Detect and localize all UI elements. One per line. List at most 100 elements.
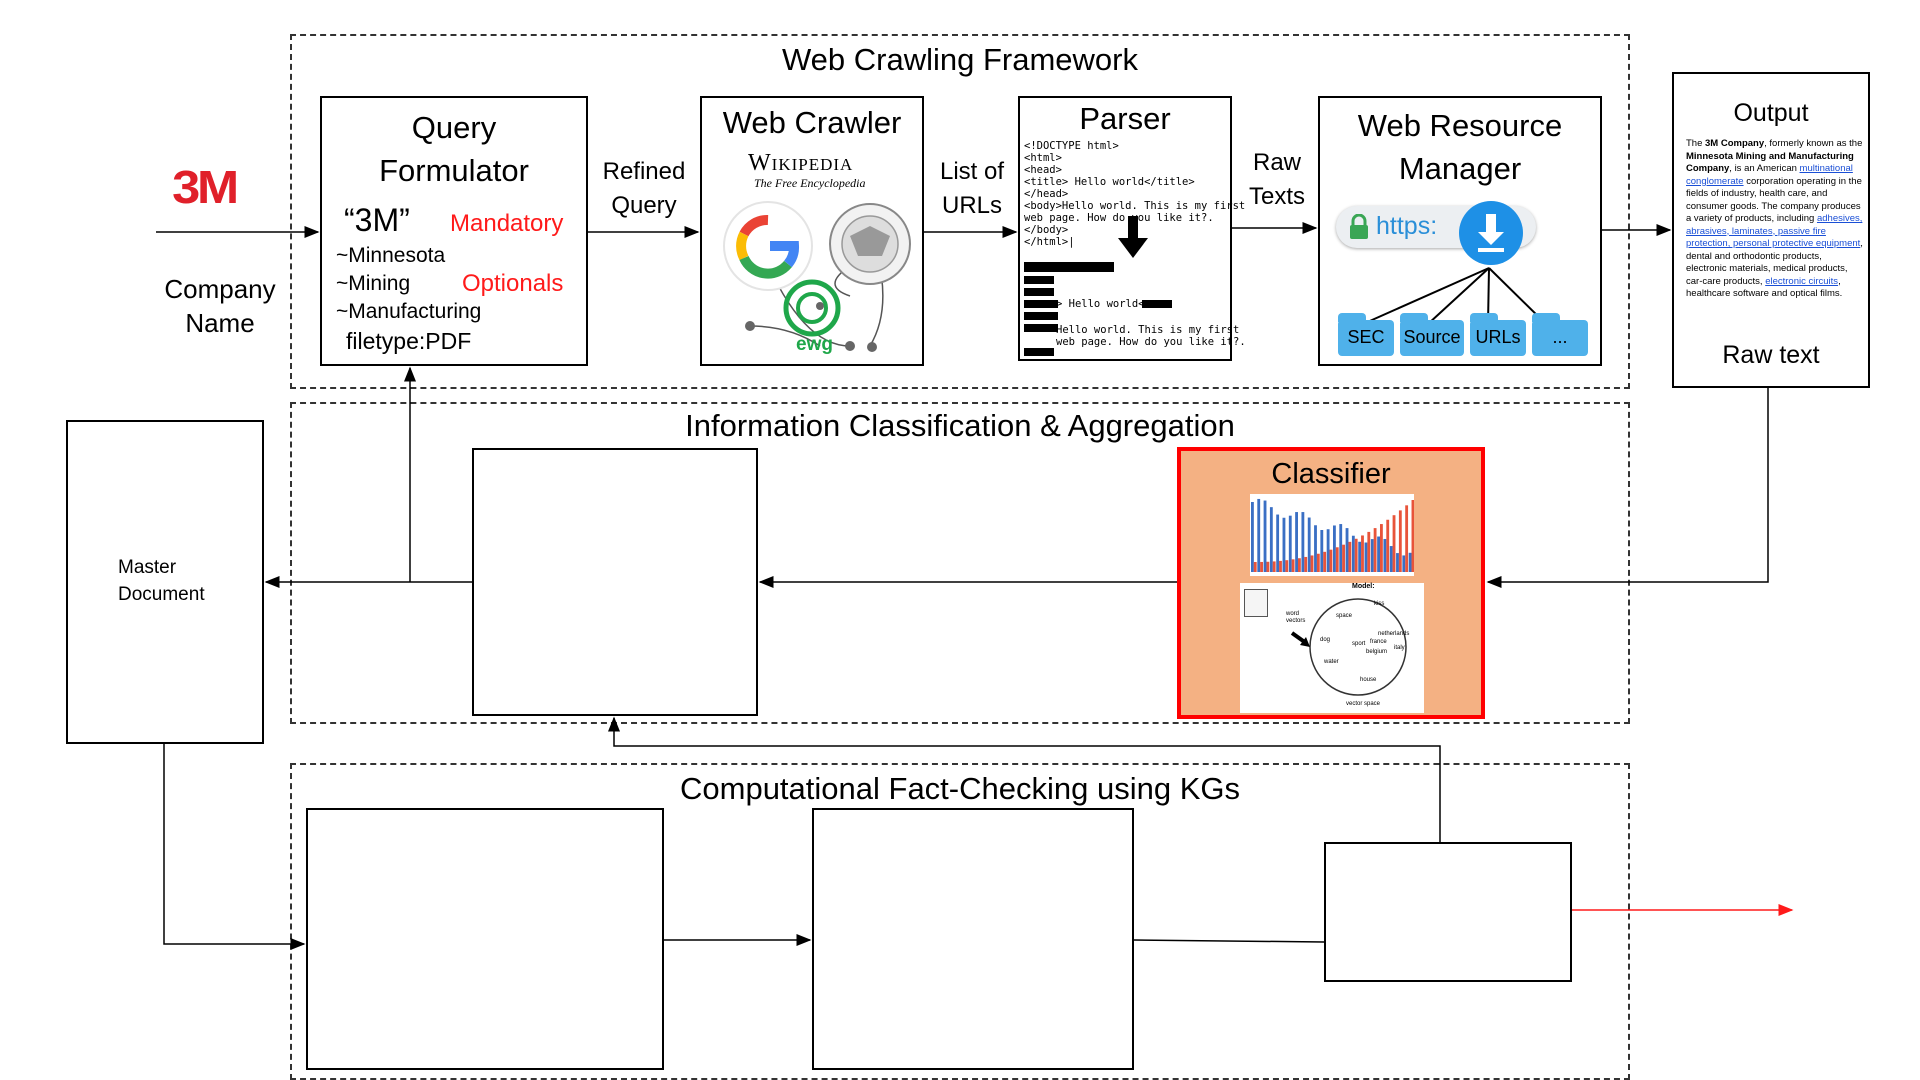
word-kiss: kiss [1374,601,1385,607]
master-document-label: Master Document [118,557,205,605]
thumb-bar-blue [1276,514,1280,572]
thumb-bar-blue [1251,502,1254,572]
folder-urls[interactable]: URLs [1470,313,1526,356]
thumb-bar-red [1329,549,1333,572]
thumb-bar-red [1279,560,1282,572]
folder-sec[interactable]: SEC [1338,313,1394,356]
thumb-bar-red [1253,562,1257,572]
thumb-bar-red [1291,559,1295,572]
thumb-bar-blue [1314,525,1317,572]
output-raw-text: The 3M Company, formerly known as the Mi… [1686,138,1863,299]
thumb-bar-red [1411,500,1414,572]
parser-title: Parser [1079,101,1171,136]
thumb-bar-blue [1307,517,1311,572]
word-space: space [1336,613,1353,619]
thumb-bar-blue [1389,546,1393,572]
thumb-bar-red [1386,519,1390,572]
thumb-bar-blue [1345,528,1349,572]
classification-title: Information Classification & Aggregation [685,408,1235,443]
word-dog: dog [1320,637,1331,643]
3m-logo: 3M [172,161,239,213]
parser-down-arrow-icon [1118,216,1148,258]
output-box: Output The 3M Company, formerly known as… [1672,72,1870,388]
thumb-bar-red [1304,556,1308,572]
url-text: https: [1376,212,1438,240]
word-house: house [1360,677,1377,683]
thumb-bar-red [1405,505,1409,572]
output-footer: Raw text [1722,341,1820,369]
thumb-bar-red [1297,558,1301,572]
word-sport: sport [1352,641,1366,647]
vector-space-circle [1290,598,1407,696]
web-resource-manager-title: Web Resource Manager [1357,108,1563,186]
company-name-label: Company Name [164,274,276,338]
thumb-bar-blue [1339,524,1343,572]
factcheck-box-1 [306,808,664,1070]
wikipedia-logo: Wikipedia [748,150,854,176]
thumb-bar-red [1398,510,1402,572]
thumb-bar-red [1285,560,1289,572]
thumb-bar-red [1272,561,1276,572]
word-belgium: belgium [1366,649,1388,655]
word-netherlands: netherlands [1378,631,1410,637]
fact-checking-title: Computational Fact-Checking using KGs [680,771,1240,806]
web-crawler-box: Web Crawler Wikipedia The Free Encyclope… [700,96,924,366]
thumb-bar-red [1323,551,1327,572]
thumb-bar-red [1260,561,1263,572]
parser-code-top: <!DOCTYPE html> <html> <head> <title> He… [1024,140,1246,248]
folder-source[interactable]: Source [1400,313,1464,356]
thumb-bar-blue [1364,542,1368,572]
thumb-bar-red [1354,538,1358,572]
query-filetype: filetype:PDF [346,328,472,354]
thumb-bar-red [1373,528,1377,572]
thumb-bar-blue [1383,538,1387,572]
thumb-bar-blue [1402,555,1406,572]
list-of-urls-label: List of URLs [939,158,1005,219]
thumb-bar-blue [1257,498,1261,572]
web-crawler-title: Web Crawler [722,105,902,140]
thumb-bar-blue [1396,553,1399,572]
model-label: Model: [1352,583,1375,590]
classifier-vector-space-image: Model: space kiss word vectors netherlan… [1240,583,1424,713]
wikipedia-subtitle: The Free Encyclopedia [754,176,866,190]
word-france: france [1370,639,1387,645]
query-formulator-box: Query Formulator “3M” Mandatory ~Minneso… [320,96,588,366]
thumb-bar-red [1361,535,1364,572]
thumb-bar-red [1392,515,1396,572]
thumb-bar-blue [1351,535,1355,572]
thumb-bar-blue [1301,512,1305,572]
thumb-bar-red [1348,541,1352,572]
thumb-bar-red [1266,561,1270,572]
download-icon[interactable] [1456,198,1526,268]
word-water: water [1324,659,1339,665]
factcheck-box-3 [1324,842,1572,982]
query-opt-manufacturing: ~Manufacturing [336,300,482,323]
refined-query-label: Refined Query [602,158,686,219]
raw-texts-label: Raw Texts [1248,149,1305,210]
thumb-bar-blue [1282,517,1286,572]
thumb-bar-blue [1269,507,1273,572]
classifier-box: Classifier Model: space kiss word vector… [1177,447,1485,719]
thumb-bar-blue [1408,552,1412,572]
thumb-bar-red [1335,547,1339,572]
output-title: Output [1733,99,1809,127]
classifier-bar-chart-image [1250,494,1414,576]
thumb-bar-blue [1288,515,1292,572]
lock-icon [1350,214,1368,239]
query-term: “3M” [344,202,410,238]
web-crawling-frame: Web Crawling Framework [290,34,1630,389]
thumb-bar-red [1316,553,1320,572]
parser-code-bottom-2: Hello world. This is my first web page. … [1056,324,1246,348]
thumb-bar-blue [1377,536,1380,572]
thumb-bar-blue [1370,539,1374,572]
query-opt-mining: ~Mining [336,272,411,295]
thumb-bar-red [1310,555,1314,572]
thumb-bar-red [1367,531,1371,572]
query-formulator-title: Query Formulator [379,110,529,188]
web-resource-manager-box: Web Resource Manager https: SEC Source U… [1318,96,1602,366]
parser-code-bottom-1: > Hello world< [1056,298,1145,310]
web-crawling-title: Web Crawling Framework [781,42,1138,77]
master-document-box: Master Document [66,420,264,744]
folder-more[interactable]: ... [1532,313,1588,356]
optionals-label: Optionals [462,270,564,297]
